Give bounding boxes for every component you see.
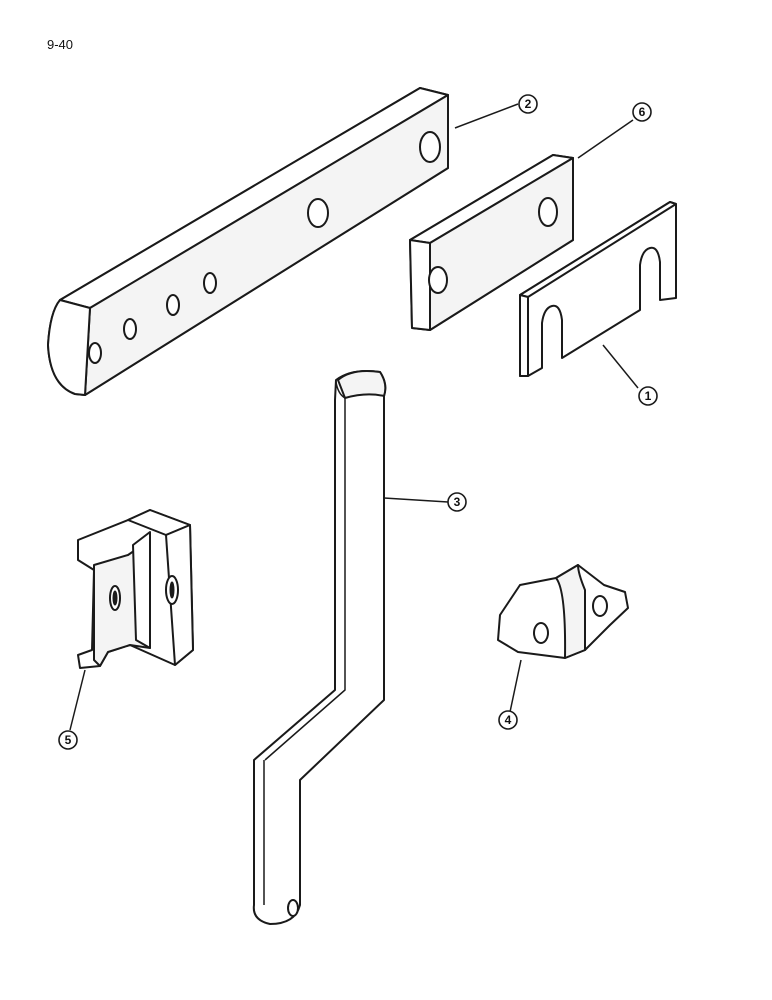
offset-pin <box>252 370 387 925</box>
callout-2-label: 2 <box>525 97 532 111</box>
spacer-plate <box>409 154 574 331</box>
clip-bracket <box>497 564 629 659</box>
callout-3-label: 3 <box>454 495 461 509</box>
callout-4-label: 4 <box>505 713 512 727</box>
callout-5-label: 5 <box>65 733 72 747</box>
callout-1-label: 1 <box>645 389 652 403</box>
slotted-shim <box>519 201 677 377</box>
leader-lines <box>69 103 639 731</box>
hitch-bracket <box>77 509 194 669</box>
callout-6: 6 <box>632 102 652 122</box>
callout-3: 3 <box>447 492 467 512</box>
drawbar-plate <box>47 87 449 396</box>
callout-6-label: 6 <box>639 105 646 119</box>
callout-4: 4 <box>498 710 518 730</box>
callout-5: 5 <box>58 730 78 750</box>
page-number: 9-40 <box>47 37 74 52</box>
callout-1: 1 <box>638 386 658 406</box>
callout-2: 2 <box>518 94 538 114</box>
